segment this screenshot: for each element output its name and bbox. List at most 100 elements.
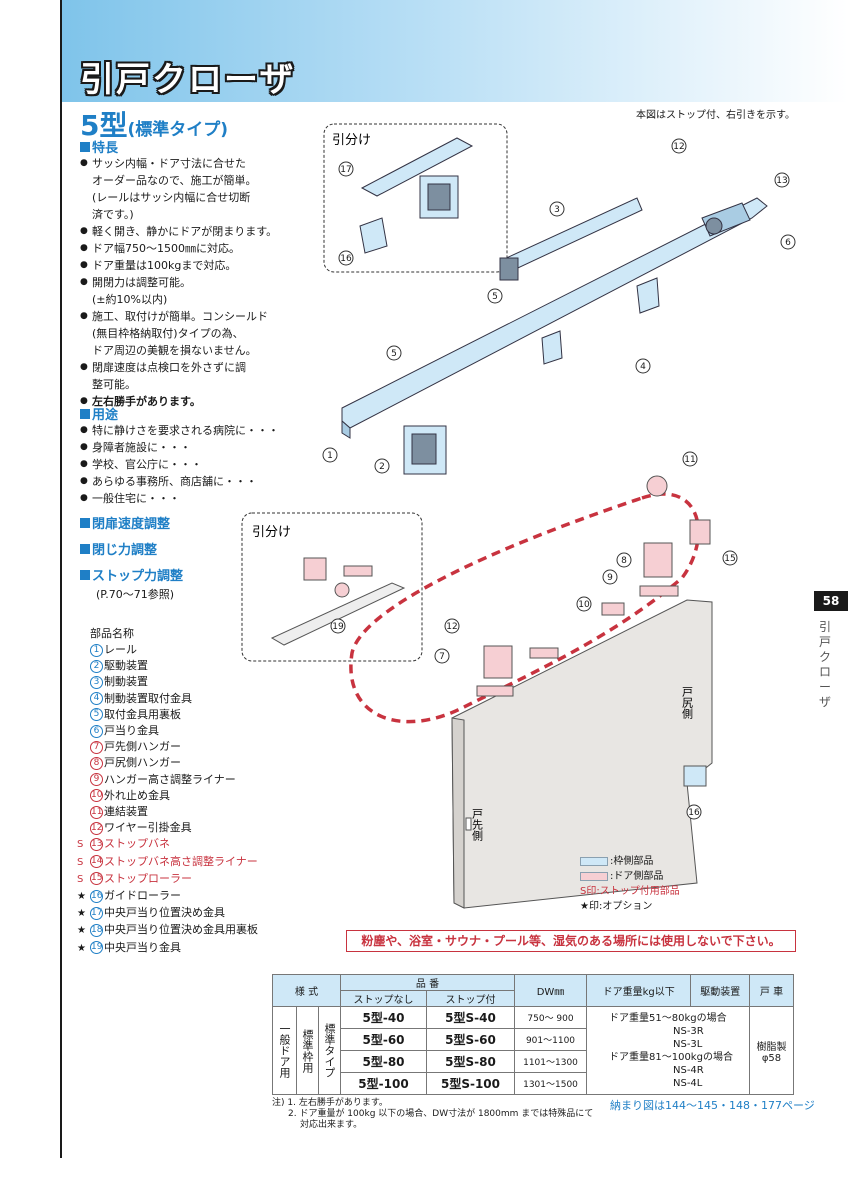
feature-item: 済です。)	[92, 208, 134, 221]
part-label: ストップバネ高さ調整ライナー	[104, 854, 258, 868]
model-main: 5型	[80, 109, 128, 142]
callout-13: 12	[671, 138, 687, 154]
page-title: 引戸クローザ	[80, 60, 296, 100]
part-number-badge: 16	[90, 889, 103, 903]
svg-text:5: 5	[391, 349, 397, 359]
brake-device	[499, 197, 643, 281]
part-mark: ★	[77, 942, 86, 954]
use-item: 学校、官公庁に・・・	[80, 456, 279, 473]
svg-text:4: 4	[640, 362, 646, 372]
adjust-heading-stop: ストップ力調整	[80, 565, 183, 584]
part-number-badge: 7	[90, 740, 103, 754]
use-item: 一般住宅に・・・	[80, 490, 279, 507]
callout-12: 12	[444, 618, 460, 634]
tail-hanger	[643, 542, 673, 578]
coupling-device	[646, 475, 668, 497]
drive-device	[403, 425, 447, 475]
left-edge-line	[60, 0, 62, 1158]
svg-text:11: 11	[684, 455, 695, 465]
row-nostop: 5型-60	[340, 1028, 427, 1051]
door-stop-fitting	[701, 202, 751, 237]
row-stop: 5型S-100	[426, 1072, 515, 1095]
callout-14: 13	[774, 172, 790, 188]
callout-5b: 5	[386, 345, 402, 361]
callout-4: 4	[635, 358, 651, 374]
legend: :枠側部品 :ドア側部品 S印:ストップ付用部品 ★印:オプション	[580, 856, 680, 912]
feature-item: 左右勝手があります。	[80, 393, 277, 410]
part-number-badge: 4	[90, 692, 103, 706]
svg-text:19: 19	[332, 622, 344, 632]
adjust-heading-force: 閉じ力調整	[80, 539, 157, 558]
feature-item: (無目枠格納取付)タイプの為、	[92, 327, 244, 340]
part-mark: S	[77, 873, 84, 885]
main-rail	[341, 197, 768, 439]
use-frame: 標準枠用	[296, 1006, 319, 1095]
model-sub: (標準タイプ)	[127, 120, 229, 140]
svg-text:15: 15	[724, 554, 735, 564]
th-part: 品 番	[340, 974, 515, 991]
callout-18: 17	[338, 161, 354, 177]
part-number-badge: 15	[90, 872, 103, 886]
th-weight: ドア重量kg以下	[585, 974, 692, 1007]
th-style: 様 式	[272, 974, 341, 1007]
guide-roller	[683, 765, 707, 787]
part-label: 中央戸当り金具	[104, 940, 181, 954]
callout-9: 9	[602, 569, 618, 585]
model-title: 5型(標準タイプ)	[80, 104, 228, 144]
part-number-badge: 11	[90, 805, 103, 819]
part-label: 駆動装置	[104, 659, 148, 673]
inset-top-rail	[359, 137, 474, 254]
uses-list: 特に静けさを要求される病院に・・・身障者施設に・・・学校、官公庁に・・・あらゆる…	[80, 422, 279, 507]
row-nostop: 5型-80	[340, 1050, 427, 1073]
part-mark: ★	[77, 908, 86, 920]
part-label: 外れ止め金具	[104, 788, 170, 802]
svg-text:5: 5	[492, 292, 498, 302]
features-list: サッシ内幅・ドア寸法に合せたオーダー品なので、施工が簡単。(レールはサッシ内幅に…	[80, 155, 277, 410]
row-dw: 1101～1300	[514, 1050, 587, 1073]
pages-reference-link[interactable]: 納まり図は144～145・148・177ページ	[610, 1099, 815, 1112]
feature-item: サッシ内幅・ドア寸法に合せた	[80, 155, 277, 172]
part-number-badge: 18	[90, 923, 103, 937]
part-label: レール	[104, 643, 137, 656]
brake-mount-fittings	[541, 277, 660, 365]
th-drive: 駆動装置	[690, 974, 750, 1007]
legend-door-swatch	[580, 871, 608, 881]
feature-item: 開閉力は調整可能。	[80, 274, 277, 291]
part-label: 制動装置取付金具	[104, 691, 192, 705]
part-label: 戸尻側ハンガー	[104, 756, 181, 770]
exploded-diagram: 引分け 引分け 戸尻側 戸先側	[241, 123, 796, 909]
callout-3: 3	[549, 201, 565, 217]
callout-19: 19	[330, 618, 346, 634]
svg-text:2: 2	[379, 462, 385, 472]
part-mark: ★	[77, 925, 86, 937]
part-label: ハンガー高さ調整ライナー	[104, 772, 236, 786]
door-parts-highlight	[349, 492, 701, 724]
row-dw: 901～1100	[514, 1028, 587, 1051]
svg-text:3: 3	[554, 205, 560, 215]
callout-16: 16	[686, 804, 702, 820]
adjust-heading-speed: 閉扉速度調整	[80, 513, 170, 532]
door-panel	[451, 599, 713, 909]
callout-8: 8	[616, 552, 632, 568]
callout-7: 7	[434, 648, 450, 664]
use-item: あらゆる事務所、商店舗に・・・	[80, 473, 279, 490]
header-band	[62, 0, 848, 102]
row-dw: 750～ 900	[514, 1006, 587, 1029]
part-label: 中央戸当り位置決め金具	[104, 906, 225, 920]
row-stop: 5型S-80	[426, 1050, 515, 1073]
side-section-label: 引戸クローザ	[818, 620, 831, 709]
svg-text:12: 12	[446, 622, 457, 632]
tip-hanger	[483, 645, 513, 679]
part-number-badge: 13	[90, 837, 103, 851]
part-label: ストップローラー	[104, 871, 192, 885]
